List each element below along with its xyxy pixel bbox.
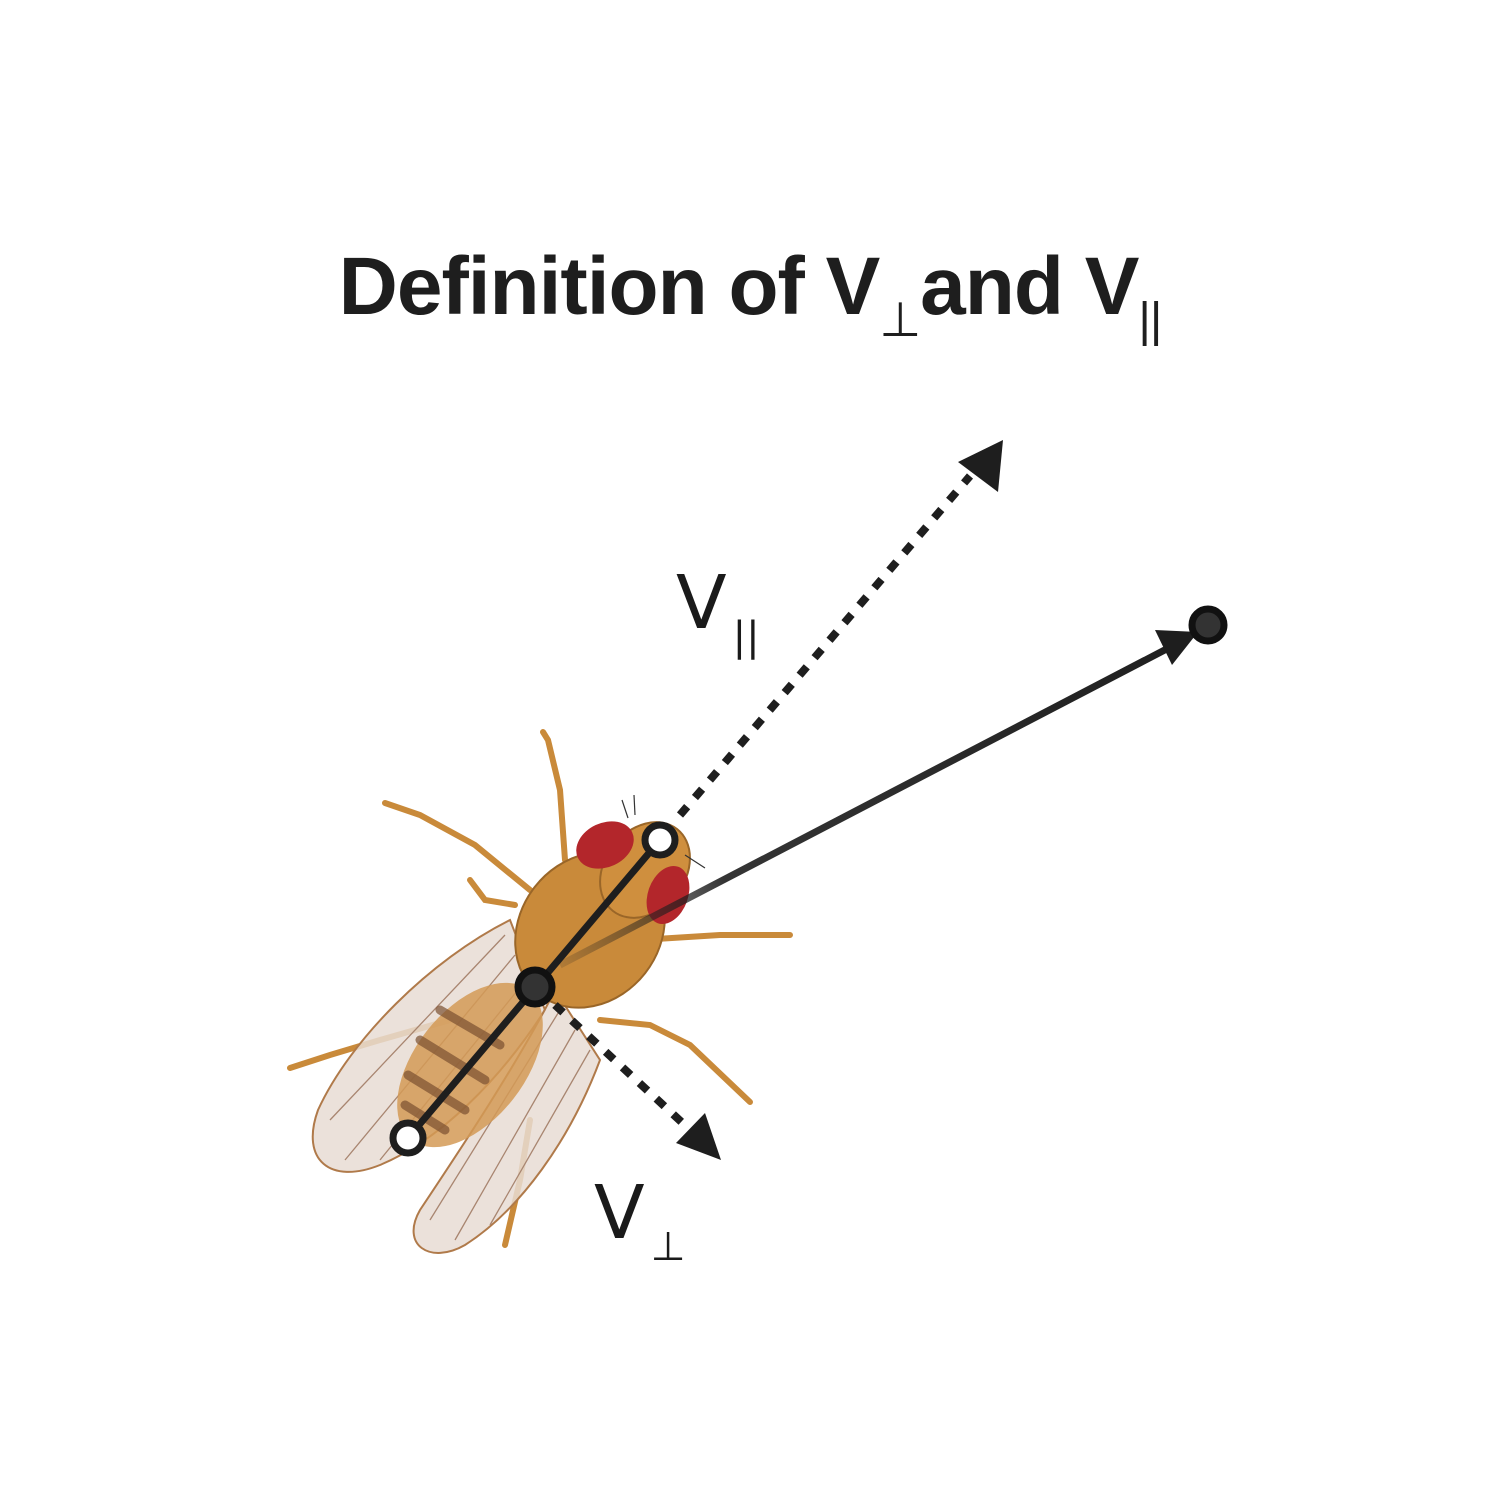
title-prefix: Definition of V <box>338 241 881 332</box>
velocity-vector-line <box>558 638 1182 969</box>
v-parallel-arrowhead <box>958 440 1003 492</box>
title-mid: and V <box>920 241 1139 332</box>
v-parallel-label: V|| <box>676 560 760 660</box>
fly-bristles <box>621 794 706 869</box>
v-perp-dotted-line <box>552 1002 691 1131</box>
title-par-symbol: || <box>1138 294 1162 347</box>
v-parallel-subscript: || <box>732 614 760 660</box>
head-point-marker <box>641 821 679 859</box>
v-perp-subscript: ⊥ <box>650 1224 686 1270</box>
fly-legs <box>287 729 793 1248</box>
v-parallel-letter: V <box>676 560 727 646</box>
velocity-arrowhead <box>1155 630 1198 665</box>
v-perp-arrowhead <box>676 1113 721 1160</box>
v-perp-label: V⊥ <box>594 1170 685 1270</box>
title-perp-symbol: ⊥ <box>879 294 921 347</box>
diagram-title: Definition of V⊥and V|| <box>0 240 1500 348</box>
tail-point-marker <box>389 1119 427 1157</box>
target-point-icon <box>1188 605 1228 645</box>
fly-eye-left <box>576 821 634 869</box>
v-parallel-dotted-line <box>676 473 974 818</box>
center-point-marker <box>514 966 556 1008</box>
v-perp-letter: V <box>594 1170 645 1256</box>
fly-eye-right <box>646 865 690 925</box>
